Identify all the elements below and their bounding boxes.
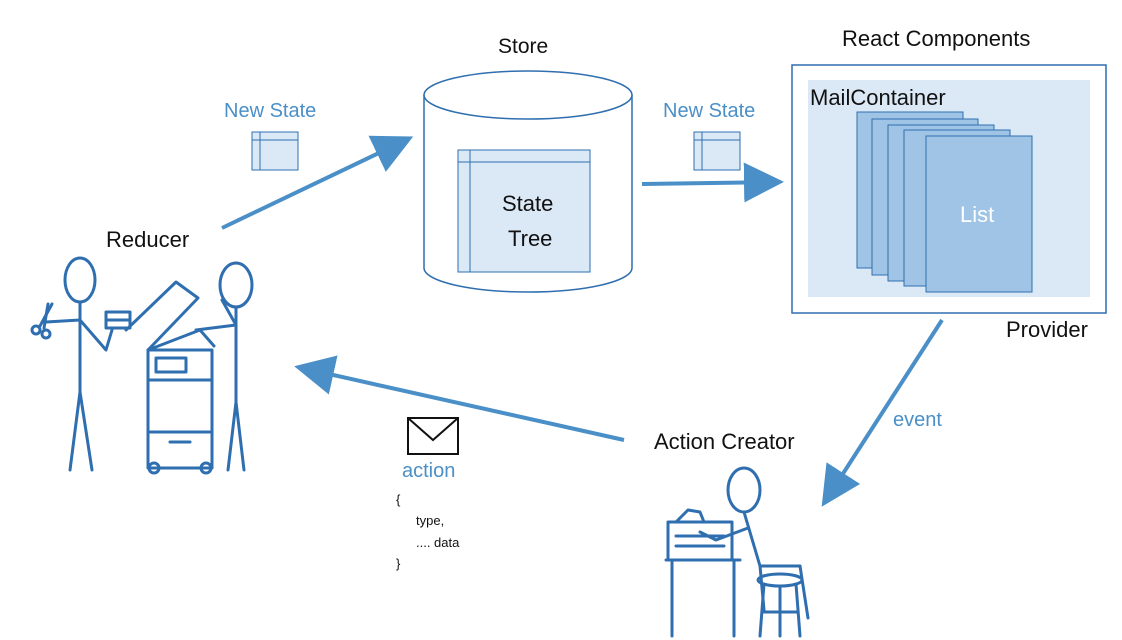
state-tree-label-line2: Tree (508, 226, 553, 251)
action-payload-open: { (396, 492, 401, 507)
arrow-provider-to-action-creator (821, 318, 944, 507)
reducer-label: Reducer (106, 227, 190, 252)
state-tree-label-line1: State (502, 191, 554, 216)
react-components-label: React Components (842, 26, 1031, 51)
arrow-store-to-components (641, 162, 784, 203)
action-payload-data: .... data (416, 535, 460, 550)
state-tree-box (457, 149, 591, 273)
event-label: event (893, 409, 942, 431)
list-label: List (960, 202, 995, 227)
envelope-icon (407, 417, 459, 455)
new-state-icon-left (251, 131, 299, 171)
action-payload-type: type, (416, 513, 445, 528)
new-state-label-right: New State (663, 100, 756, 122)
action-label: action (402, 460, 456, 482)
arrow-reducer-to-store (221, 135, 414, 230)
new-state-label-left: New State (224, 100, 317, 122)
provider-label: Provider (1006, 317, 1088, 342)
reducer-illustration (30, 256, 254, 475)
action-payload-close: } (396, 556, 401, 571)
mail-container-label: MailContainer (810, 85, 946, 110)
store-label: Store (498, 35, 549, 58)
arrow-action-creator-to-reducer (294, 355, 625, 442)
action-creator-label: Action Creator (654, 429, 795, 454)
list-card-stack (856, 111, 1033, 293)
list-card (925, 135, 1033, 293)
new-state-icon-right (693, 131, 741, 171)
action-creator-illustration (664, 466, 810, 638)
